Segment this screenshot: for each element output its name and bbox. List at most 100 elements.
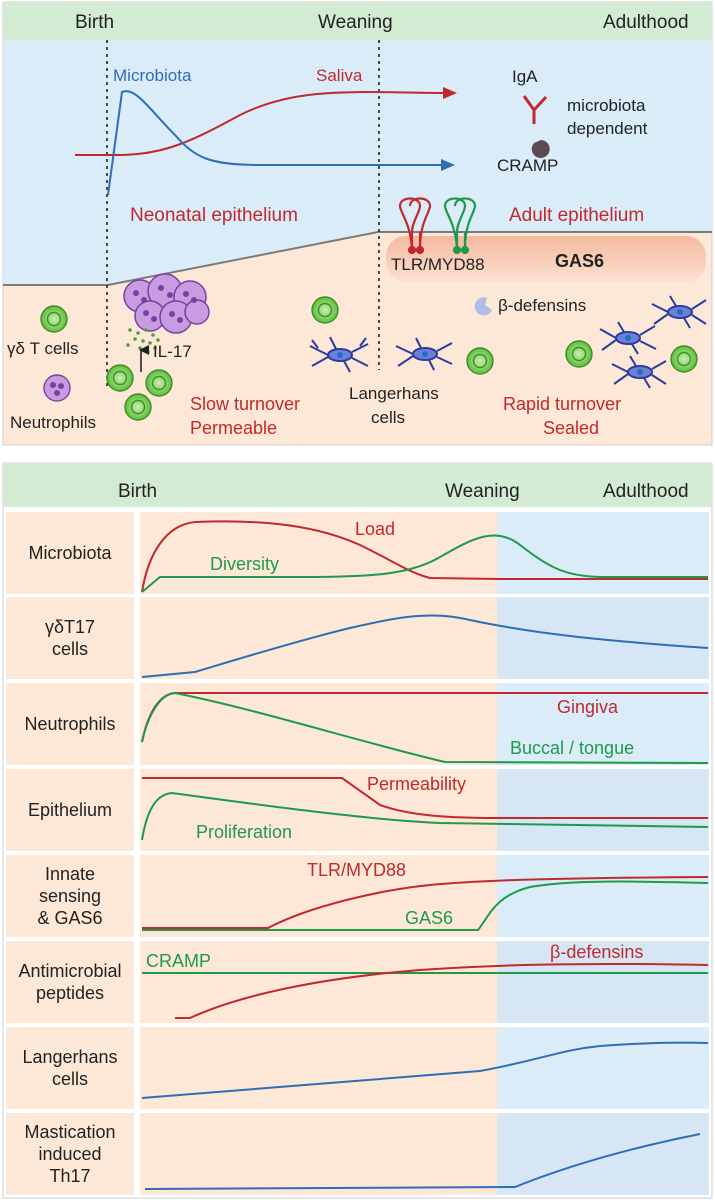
row-label-text: induced <box>38 1144 101 1164</box>
row-label-text: Th17 <box>49 1166 90 1186</box>
curve-label: TLR/MYD88 <box>307 860 406 880</box>
curve-label: Diversity <box>210 554 279 574</box>
curve-label: Gingiva <box>557 697 619 717</box>
row-label-cell <box>6 1027 134 1109</box>
timeline-curve <box>142 777 708 819</box>
iga-label: IgA <box>512 67 538 86</box>
timeline-curve <box>141 791 709 841</box>
neonatal-zone <box>140 769 497 851</box>
saliva-curve-label: Saliva <box>316 66 363 85</box>
gd-t-cell-icon <box>670 345 698 373</box>
beta-defensins-label: β-defensins <box>498 296 586 315</box>
curve-label: GAS6 <box>405 908 453 928</box>
neutrophil-icon <box>43 374 71 402</box>
gd-t-cell-icon <box>106 364 134 392</box>
langerhans-label-line2: cells <box>371 408 405 427</box>
tlr-receptor-red-icon <box>398 197 432 255</box>
adult-epithelium-label: Adult epithelium <box>509 205 644 226</box>
gd-t-cells-label: γδ T cells <box>7 339 79 358</box>
timeline-curve <box>141 1041 709 1099</box>
gd-t-cell-icon <box>124 393 152 421</box>
adult-zone <box>497 597 709 679</box>
timeline-adulthood: Adulthood <box>603 12 689 33</box>
beta-defensin-icon <box>474 297 492 316</box>
row-label-cell <box>6 769 134 851</box>
row-label-text: & GAS6 <box>37 908 102 928</box>
row-label-cell <box>6 855 134 937</box>
timeline-curve <box>141 520 708 593</box>
neonatal-zone <box>140 855 497 937</box>
neonatal-zone <box>140 597 497 679</box>
row-label-cell <box>6 683 134 765</box>
gd-t-cell-icon <box>565 340 593 368</box>
row-label-text: sensing <box>39 886 101 906</box>
curve-label: Load <box>355 519 395 539</box>
row-label-text: cells <box>52 639 88 659</box>
tlr-myd88-label: TLR/MYD88 <box>391 255 485 274</box>
bottom-header-band <box>3 463 712 507</box>
langerhans-label-line1: Langerhans <box>349 384 439 403</box>
adult-zone <box>497 769 709 851</box>
timeline-rows: MicrobiotaLoadDiversityγδT17cellsNeutrop… <box>6 512 709 1195</box>
curve-label: CRAMP <box>146 951 211 971</box>
row-label-text: peptides <box>36 983 104 1003</box>
microbiota-dependent-line2: dependent <box>567 119 648 138</box>
microbiota-curve-label: Microbiota <box>113 66 192 85</box>
curve-label: Buccal / tongue <box>510 738 634 758</box>
tlr-receptor-green-icon <box>443 197 477 255</box>
row-label-cell <box>6 512 134 594</box>
adult-zone <box>497 941 709 1023</box>
adult-zone <box>497 512 709 594</box>
cramp-pacman-icon <box>531 140 550 158</box>
timeline-curve <box>175 962 709 1019</box>
gd-t-cell-icon <box>466 347 494 375</box>
neutrophils-label: Neutrophils <box>10 413 96 432</box>
gas6-label: GAS6 <box>555 251 604 271</box>
langerhans-cell-icon <box>309 336 369 373</box>
sealed-label: Sealed <box>543 418 599 438</box>
saliva-curve <box>75 86 457 157</box>
microbiota-curve <box>107 90 455 196</box>
gd-t-cell-icon <box>311 296 339 324</box>
header-adulthood: Adulthood <box>603 481 689 502</box>
timeline-curve <box>142 880 709 931</box>
row-label-text: Mastication <box>24 1122 115 1142</box>
row-label-cell <box>6 597 134 679</box>
gd-t-cell-icon <box>40 305 68 333</box>
curve-label: Permeability <box>367 774 466 794</box>
neonatal-epithelium-label: Neonatal epithelium <box>130 205 298 226</box>
langerhans-cell-icon <box>599 321 657 355</box>
timeline-curve <box>141 534 708 593</box>
bottom-panel: Birth Weaning Adulthood Microbiota LoadDi… <box>2 462 713 1199</box>
neonatal-zone <box>140 683 497 765</box>
langerhans-cell-icon <box>611 355 667 389</box>
rapid-turnover-label: Rapid turnover <box>503 394 621 414</box>
neonatal-zone <box>140 512 497 594</box>
top-timeline-band <box>3 2 712 40</box>
neonatal-zone <box>140 1027 497 1109</box>
top-panel: Birth Weaning Adulthood Microbiota Saliv… <box>2 1 713 446</box>
il17-label: IL-17 <box>153 342 192 361</box>
permeable-label: Permeable <box>190 418 277 438</box>
row-label-text: Langerhans <box>22 1047 117 1067</box>
header-birth: Birth <box>118 481 157 502</box>
row-label-cell <box>6 941 134 1023</box>
timeline-curve <box>144 1133 701 1190</box>
adult-zone <box>497 683 709 765</box>
timeline-curve <box>141 614 709 678</box>
row-label-text: Microbiota <box>28 543 112 563</box>
timeline-curve <box>142 876 709 929</box>
curve-label: β-defensins <box>550 942 643 962</box>
header-weaning: Weaning <box>445 481 520 502</box>
slow-turnover-label: Slow turnover <box>190 394 300 414</box>
neutrophil-cluster-icon <box>123 273 210 334</box>
row-label-text: Epithelium <box>28 800 112 820</box>
microbiota-dependent-line1: microbiota <box>567 96 646 115</box>
neonatal-zone <box>140 1113 497 1195</box>
